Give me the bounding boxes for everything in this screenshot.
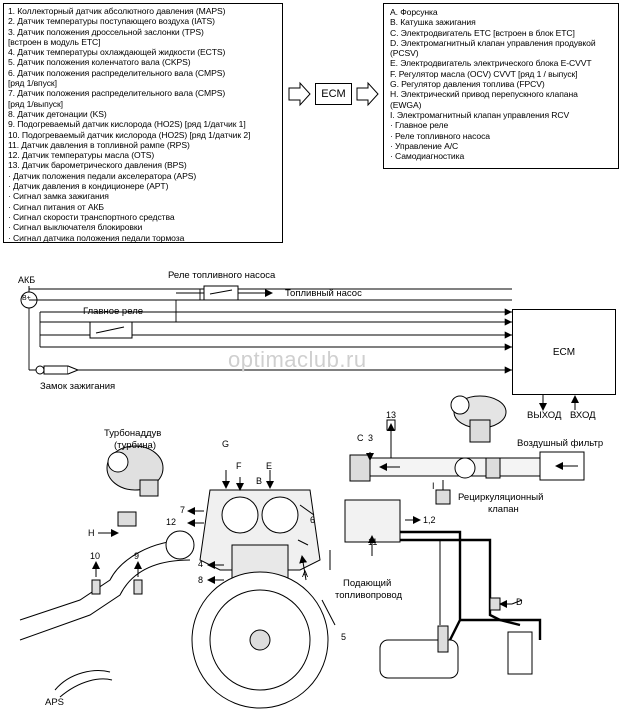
input-item: [ряд 1/впуск] [8,78,57,89]
label-f: F [236,461,242,471]
label-b: B [256,476,263,486]
label-4: 4 [198,559,204,569]
output-item: · Главное реле [390,120,449,131]
input-item: 5. Датчик положения коленчатого вала (CK… [8,57,191,68]
output-item: I. Электромагнитный клапан управления RC… [390,109,570,120]
label-6: 6 [310,515,316,525]
label-recirc-valve-2: клапан [488,504,519,515]
input-item: 6. Датчик положения распределительного в… [8,67,226,78]
label-out: ВЫХОД [527,410,562,421]
label-5: 5 [341,632,347,642]
label-11: 11 [368,537,378,547]
fuel-tank [379,625,459,679]
input-item: 11. Датчик давления в топливной рампе (R… [8,139,190,150]
label-bplus: B+ [22,295,31,302]
inputs-list: 1. Коллекторный датчик абсолютного давле… [8,6,278,243]
inputs-list-box: 1. Коллекторный датчик абсолютного давле… [3,3,283,243]
watermark: optimaclub.ru [228,347,367,372]
label-9: 9 [134,551,140,561]
output-item: F. Регулятор масла (OCV) CVVT [ряд 1 / в… [390,68,578,79]
label-a: A [302,569,309,579]
output-item: (PCSV) [390,48,419,59]
output-item: D. Электромагнитный клапан управления пр… [390,37,596,48]
recirc-valve [435,489,451,505]
input-item: 1. Коллекторный датчик абсолютного давле… [8,6,226,16]
input-item: 10. Подогреваемый датчик кислорода (HO2S… [8,129,251,140]
compressor-icon [450,395,507,443]
ignition-switch-icon [35,365,80,375]
input-item: [встроен в модуль ETC] [8,36,101,47]
label-fuel-line: Подающий [343,578,392,589]
output-item: H. Электрический привод перепускного кла… [390,89,578,100]
input-item: 2. Датчик температуры поступающего возду… [8,16,215,27]
ecm-small-label: ECM [321,88,346,100]
label-h: H [88,528,95,538]
input-item: · Сигнал датчика положения педали тормоз… [8,232,185,243]
label-e: E [266,461,273,471]
turbocharger-icon [106,445,164,497]
ecm-main-label: ECM [552,346,576,358]
label-fuel-pump-relay: Реле топливного насоса [168,270,276,281]
label-recirc-valve: Рециркуляционный [458,492,544,503]
output-item: E. Электродвигатель электрического блока… [390,58,592,69]
label-1-2: 1,2 [423,515,436,525]
intake-manifold [344,499,401,543]
input-item: 4. Датчик температуры охлаждающей жидкос… [8,47,226,58]
output-item: B. Катушка зажигания [390,17,476,28]
output-item: A. Форсунка [390,7,438,17]
input-item: · Сигнал выключателя блокировки [8,222,143,233]
input-item: · Датчик давления в кондиционере (APT) [8,181,169,192]
input-item: · Сигнал замка зажигания [8,191,109,202]
label-turbo-2: (турбина) [114,440,156,451]
label-main-relay: Главное реле [83,306,144,317]
canister [507,631,533,675]
fuel-lines [400,530,542,641]
label-ignition-switch: Замок зажигания [40,381,116,392]
input-item: 7. Датчик положения распределительного в… [8,88,226,99]
label-fuel-line-2: топливопровод [335,590,403,601]
label-8: 8 [198,575,204,585]
output-item: C. Электродвигатель ETC [встроен в блок … [390,27,575,38]
label-fuel-pump: Топливный насос [285,288,362,299]
input-item: 12. Датчик температуры масла (OTS) [8,150,155,161]
label-3: 3 [368,433,374,443]
flow-arrow-in [288,81,311,107]
label-12: 12 [166,517,177,527]
label-in: ВХОД [570,410,596,421]
ecm-block-main: ECM [512,309,616,395]
input-item: 13. Датчик барометрического давления (BP… [8,160,187,171]
input-item: 8. Датчик детонации (KS) [8,108,107,119]
label-g: G [222,439,230,449]
label-c: C [357,433,364,443]
label-aps: APS [45,697,65,708]
label-air-filter: Воздушный фильтр [517,438,604,449]
label-10: 10 [90,551,101,561]
label-d: D [516,597,523,607]
input-item: · Сигнал скорости транспортного средства [8,211,175,222]
label-akb: АКБ [18,275,36,285]
input-item: · Датчик положения педали акселератора (… [8,170,197,181]
output-item: (EWGA) [390,99,422,110]
output-item: · Управление A/C [390,140,459,151]
output-item: · Реле топливного насоса [390,130,490,141]
fuel-pump-relay [203,285,239,301]
label-13: 13 [386,410,397,420]
label-7: 7 [180,505,186,515]
engine-block [191,489,329,709]
label-i: I [432,481,435,491]
input-item: 3. Датчик положения дроссельной заслонки… [8,26,204,37]
label-turbo: Турбонаддув [104,428,162,439]
input-item: · Сигнал питания от АКБ [8,201,104,212]
input-item: [ряд 1/выпуск] [8,98,63,109]
input-item: 9. Подогреваемый датчик кислорода (HO2S)… [8,119,246,130]
ecm-block-small: ECM [315,83,352,105]
flow-arrow-out [356,81,379,107]
output-item: G. Регулятор давления топлива (FPCV) [390,79,545,90]
output-item: · Самодиагностика [390,151,465,162]
